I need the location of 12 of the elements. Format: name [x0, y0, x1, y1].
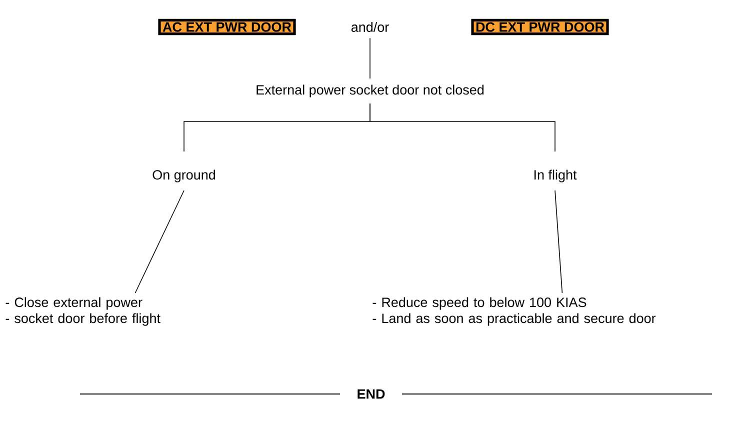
condition-text: In flight	[534, 170, 577, 182]
action-list: - Reduce speed to below 100 KIAS - Land as soon as practicable and secure door	[372, 297, 656, 326]
action-list: - Close external power - socket door before flight	[6, 297, 160, 326]
warning-label: AC EXT PWR DOOR	[158, 18, 296, 36]
condition-text: On ground	[152, 170, 215, 182]
warning-label: DC EXT PWR DOOR	[471, 18, 609, 36]
condition-text: and/or	[351, 22, 389, 32]
connector-line	[554, 190, 563, 294]
connector-line	[134, 190, 184, 294]
condition-text: External power socket door not closed	[256, 84, 484, 98]
end-label: END	[358, 389, 385, 399]
connector-line	[370, 103, 556, 152]
